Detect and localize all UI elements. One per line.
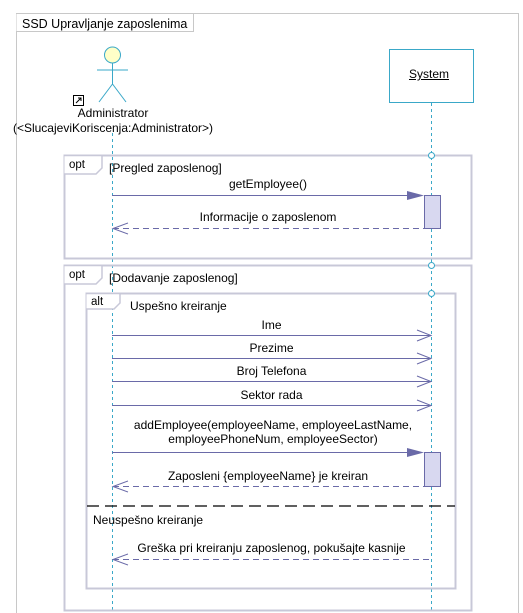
message-add-employee-label-2: employeePhoneNum, employeeSector) xyxy=(168,432,378,446)
alt-fragment-tab xyxy=(86,292,121,310)
system-lifeline-label[interactable]: System xyxy=(409,67,450,81)
message-prezime xyxy=(112,352,433,365)
fragment-marker xyxy=(428,290,435,297)
diagram-title: SSD Upravljanje zaposlenima xyxy=(22,17,188,31)
activation-bar xyxy=(424,195,441,229)
system-lifeline-box xyxy=(389,49,474,103)
opt-fragment-dodavanje xyxy=(63,264,473,612)
opt-guard-pregled: [Pregled zaposlenog] xyxy=(109,161,222,175)
opt-fragment-pregled xyxy=(63,154,473,260)
actor-role: (<SlucajeviKoriscenja:Administrator>) xyxy=(12,121,214,135)
message-error xyxy=(111,553,431,566)
message-sektor-label: Sektor rada xyxy=(240,388,303,402)
opt-operator-pregled: opt xyxy=(69,159,85,171)
message-add-employee xyxy=(112,448,424,457)
message-get-employee-label: getEmployee() xyxy=(228,177,308,191)
fragment-marker xyxy=(428,152,435,159)
message-prezime-label: Prezime xyxy=(249,341,294,355)
message-ime xyxy=(112,329,433,342)
diagram-frame xyxy=(16,13,519,613)
message-info-label: Informacije o zaposlenom xyxy=(199,210,337,224)
alt-guard-success: Uspešno kreiranje xyxy=(130,299,227,313)
alt-fragment xyxy=(85,292,457,590)
opt-operator-dodavanje: opt xyxy=(69,269,85,281)
frame-title-tab xyxy=(16,13,194,32)
actor-name[interactable]: Administrator xyxy=(77,106,149,120)
activation-bar xyxy=(424,452,441,487)
message-broj xyxy=(112,375,433,388)
actor-icon xyxy=(97,46,128,103)
opt-guard-dodavanje: [Dodavanje zaposlenog] xyxy=(109,271,238,285)
alt-guard-failure: Neuspešno kreiranje xyxy=(93,513,204,527)
alt-operator: alt xyxy=(91,296,104,308)
message-add-employee-label-1: addEmployee(employeeName, employeeLastNa… xyxy=(133,418,413,432)
message-sektor xyxy=(112,399,433,412)
opt-fragment-dodavanje-tab xyxy=(64,264,103,285)
message-created-label: Zaposleni {employeeName} je kreiran xyxy=(167,469,369,483)
message-error-label: Greška pri kreiranju zaposlenog, pokušaj… xyxy=(137,541,406,555)
message-ime-label: Ime xyxy=(261,318,282,332)
message-created xyxy=(111,480,424,493)
opt-fragment-pregled-tab xyxy=(64,154,103,175)
message-broj-label: Broj Telefona xyxy=(236,364,307,378)
shortcut-icon xyxy=(73,95,84,106)
message-info xyxy=(111,222,424,235)
fragment-marker xyxy=(428,262,435,269)
message-get-employee xyxy=(112,191,424,200)
